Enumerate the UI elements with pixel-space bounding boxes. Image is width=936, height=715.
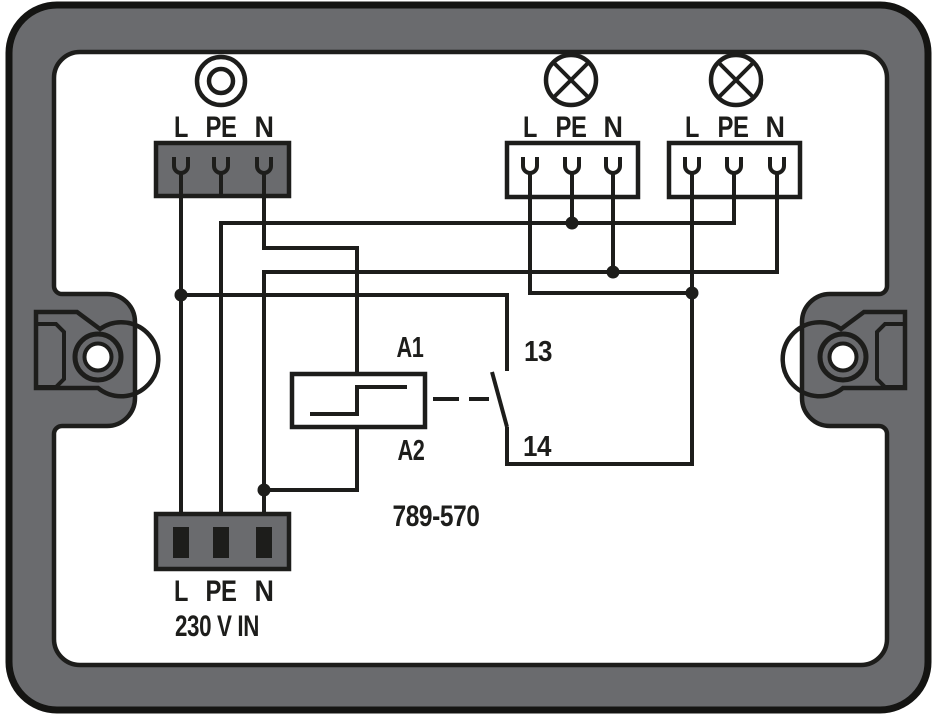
- screw-hole-icon: [827, 341, 859, 373]
- lug-bracket: [36, 322, 66, 389]
- supply-pin: [213, 527, 229, 558]
- terminal-label-n: N: [604, 111, 623, 144]
- labels: L PE N L PE N L PE N L PE N 230 V IN A1 …: [174, 111, 785, 643]
- terminal-label-n: N: [255, 111, 274, 144]
- wires: [179, 196, 779, 532]
- lug-bracket: [875, 322, 905, 389]
- terminal-label-n: N: [766, 111, 785, 144]
- terminal-blocks: [153, 140, 803, 572]
- enclosure: [5, 1, 932, 714]
- wire-l-branch-to-contact-13: [181, 293, 509, 371]
- lug-outline: [780, 309, 908, 399]
- wire-pe-bus: [219, 196, 736, 532]
- screw-hole-ring-icon: [817, 331, 869, 383]
- mounting-lug-right: [780, 309, 908, 399]
- terminal-label-l: L: [685, 111, 699, 144]
- lug-outline: [33, 309, 161, 399]
- junction-dot: [174, 288, 188, 302]
- wire-n-bus: [262, 196, 779, 532]
- junction-dot: [685, 286, 699, 300]
- supply-pin: [173, 527, 189, 558]
- terminal-label-pe: PE: [206, 111, 237, 144]
- junction-dot: [257, 483, 271, 497]
- wire-coil-a2-to-n: [264, 427, 359, 492]
- wire-switch-feed-n-to-coil-a1: [262, 196, 359, 374]
- supply-pin: [256, 527, 272, 558]
- terminal-label-n: N: [255, 575, 274, 608]
- wire-contact-14-to-lamps-l: [505, 196, 694, 466]
- coil-terminal-a2: A2: [398, 435, 425, 467]
- terminal-label-pe: PE: [206, 575, 237, 608]
- terminal-label-pe: PE: [556, 111, 587, 144]
- relay-coil-step-symbol: [310, 385, 407, 416]
- product-code: 789-570: [393, 500, 480, 533]
- terminal-label-l: L: [174, 111, 188, 144]
- contact-terminal-13: 13: [524, 336, 552, 368]
- contact-blade: [490, 371, 509, 428]
- terminal-label-pe: PE: [718, 111, 749, 144]
- lamp-icon: [708, 52, 764, 108]
- screw-hole-icon: [82, 341, 114, 373]
- lamp-icon: [543, 52, 599, 108]
- screw-hole-ring-icon: [72, 331, 124, 383]
- terminal-label-l: L: [174, 575, 188, 608]
- coil-terminal-a1: A1: [397, 332, 424, 364]
- wire-lamp1-l-drop: [528, 196, 692, 295]
- terminal-label-l: L: [523, 111, 537, 144]
- socket-outlet-icon: [194, 54, 248, 108]
- junction-dots: [174, 216, 699, 497]
- junction-dot: [606, 265, 620, 279]
- junction-dot: [565, 216, 579, 230]
- supply-caption: 230 V IN: [175, 610, 259, 643]
- mounting-lug-left: [33, 309, 161, 399]
- load-symbols: [194, 52, 764, 108]
- relay: [289, 371, 509, 430]
- contact-terminal-14: 14: [523, 431, 551, 463]
